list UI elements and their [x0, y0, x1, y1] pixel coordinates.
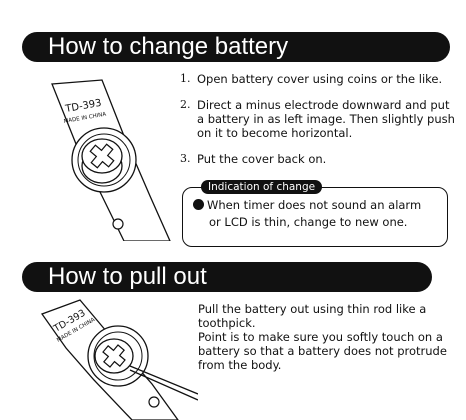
indication-of-change-tag: Indication of change — [201, 180, 323, 194]
section-title-pull-out: How to pull out — [22, 262, 432, 292]
indication-of-change-box: Indication of change When timer does not… — [182, 180, 448, 247]
step-3: 3. Put the cover back on. — [180, 152, 327, 166]
step-2: 2. Direct a minus electrode downward and… — [180, 98, 455, 140]
battery-pull-out-diagram: TD-393 MADE IN CHINA — [40, 299, 198, 420]
battery-change-diagram: TD-393 MADE IN CHINA — [51, 79, 171, 241]
pull-out-text-2: Point is to make sure you softly touch o… — [198, 330, 447, 372]
step-1: 1. Open battery cover using coins or the… — [180, 72, 443, 86]
pull-out-instructions: Pull the battery out using thin rod like… — [198, 302, 460, 372]
notice-line-1: When timer does not sound an alarm — [207, 198, 422, 212]
bullet-icon — [193, 199, 204, 210]
battery-cover-icon — [81, 138, 123, 184]
battery-cover-icon — [94, 338, 134, 374]
section-title-change-battery: How to change battery — [22, 32, 450, 62]
notice-line-2: or LCD is thin, change to new one. — [209, 215, 408, 229]
instruction-steps: 1. Open battery cover using coins or the… — [180, 72, 460, 178]
pull-out-text-1: Pull the battery out using thin rod like… — [198, 302, 427, 330]
